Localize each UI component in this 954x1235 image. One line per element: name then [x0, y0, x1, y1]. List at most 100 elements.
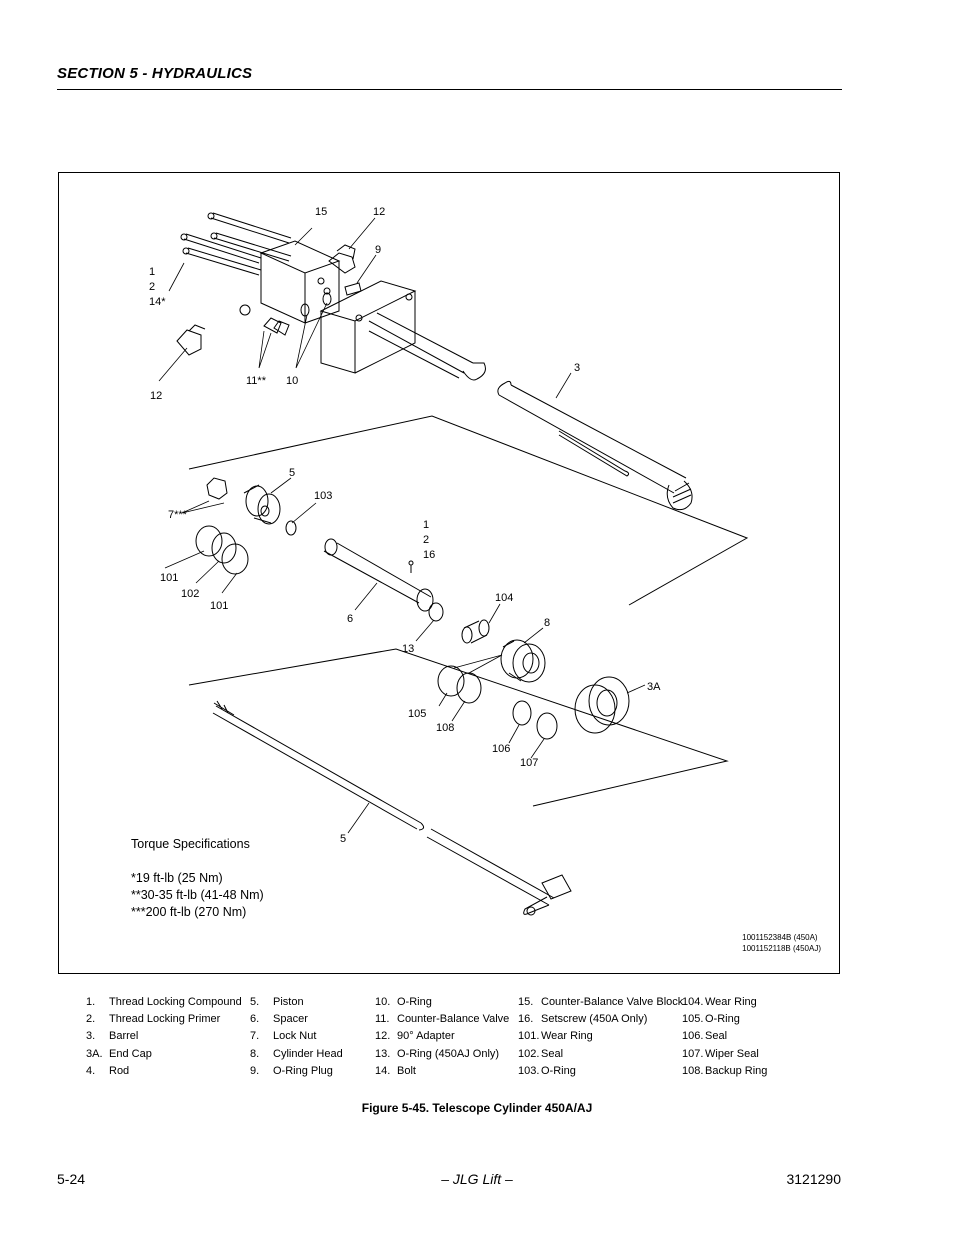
legend-number: 1.: [86, 996, 96, 1008]
legend-label: Counter-Balance Valve: [397, 1013, 510, 1026]
callout-6: 6: [347, 613, 353, 625]
torque-line: *19 ft-lb (25 Nm): [131, 871, 223, 885]
callout-1: 1: [423, 519, 429, 531]
piston: [243, 484, 281, 525]
legend-label: Barrel: [109, 1030, 139, 1043]
legend-number: 4.: [86, 1064, 96, 1077]
rod: [212, 700, 572, 916]
callout-13: 13: [402, 643, 414, 655]
document-number: 3121290: [786, 1171, 841, 1187]
legend-number: 101.: [518, 1030, 540, 1043]
section-title: SECTION 5 - HYDRAULICS: [57, 65, 253, 82]
legend-label: Wear Ring: [705, 996, 757, 1008]
callout-101: 101: [210, 600, 228, 612]
legend-number: 102.: [518, 1047, 540, 1060]
torque-specifications: Torque Specifications *19 ft-lb (25 Nm) …: [131, 836, 264, 921]
legend-label: Wiper Seal: [705, 1047, 759, 1060]
legend-label: Rod: [109, 1064, 130, 1077]
legend-number: 16.: [518, 1013, 534, 1026]
legend-column-4: 15. Counter-Balance Valve Block 16. Setscr…: [518, 994, 683, 1080]
legend-number: 7.: [250, 1030, 260, 1043]
legend-number: 104.: [682, 996, 704, 1008]
exploded-view-drawing: 15 12 9 1 2 14* 12 11** 10 3 5 103 7*** …: [149, 206, 749, 916]
legend-label: Thread Locking Primer: [109, 1013, 221, 1026]
legend-number: 12.: [375, 1030, 391, 1043]
legend-column-5: 104.Wear Ring 105.O-Ring 106.Seal 107.Wi…: [682, 994, 767, 1080]
legend-column-2: 5.Piston 6.Spacer 7.Lock Nut 8.Cylinder …: [250, 994, 343, 1080]
header-rule: [57, 89, 842, 90]
legend-label: O-Ring Plug: [273, 1064, 333, 1077]
callout-1: 1: [149, 266, 155, 278]
figure-caption: Figure 5-45. Telescope Cylinder 450A/AJ: [361, 1101, 593, 1115]
legend-number: 3A.: [86, 1047, 103, 1060]
callout-15: 15: [315, 206, 327, 218]
figure-frame: 15 12 9 1 2 14* 12 11** 10 3 5 103 7*** …: [58, 172, 840, 974]
legend-label: Bolt: [397, 1064, 416, 1077]
legend-number: 3.: [86, 1030, 96, 1043]
bolt-group: [180, 212, 292, 276]
part-code: 1001152384B (450A): [742, 933, 818, 942]
legend-label: Counter-Balance Valve Block: [541, 996, 684, 1008]
callout-10: 10: [286, 375, 298, 387]
legend-number: 8.: [250, 1047, 260, 1060]
legend-number: 108.: [682, 1064, 704, 1077]
callout-16: 16: [423, 549, 435, 561]
torque-line: ***200 ft-lb (270 Nm): [131, 905, 247, 919]
end-cap: [574, 676, 630, 734]
legend-number: 2.: [86, 1013, 96, 1026]
callout-2: 2: [149, 281, 155, 293]
legend-label: Setscrew (450A Only): [541, 1013, 648, 1026]
legend-number: 11.: [375, 1013, 390, 1026]
legend-column-1: 1. Thread Locking Compound 2. Thread Locki…: [86, 994, 242, 1080]
legend-number: 105.: [682, 1013, 704, 1026]
base-tube: [368, 312, 486, 381]
callout-12: 12: [373, 206, 385, 218]
legend-label: O-Ring: [397, 996, 432, 1008]
legend-label: Seal: [541, 1047, 564, 1060]
oring-plug: [344, 282, 362, 296]
legend-label: Thread Locking Compound: [109, 996, 242, 1008]
torque-line: **30-35 ft-lb (41-48 Nm): [131, 888, 264, 902]
callout-106: 106: [492, 743, 510, 755]
callout-5: 5: [340, 833, 346, 845]
legend-label: Piston: [273, 996, 304, 1008]
cylinder-base: [319, 280, 417, 374]
valve-block: [239, 240, 341, 324]
legend-number: 15.: [518, 996, 534, 1008]
assembly-plane-2: [188, 648, 729, 807]
legend-label: O-Ring: [541, 1064, 576, 1077]
barrel: [497, 380, 693, 511]
legend-label: 90° Adapter: [397, 1030, 455, 1043]
callout-7: 7***: [168, 509, 188, 521]
callout-102: 102: [181, 588, 199, 600]
legend-number: 103.: [518, 1064, 540, 1077]
legend-number: 6.: [250, 1013, 260, 1026]
torque-title: Torque Specifications: [131, 837, 250, 851]
legend-number: 10.: [375, 996, 391, 1008]
legend-label: Backup Ring: [705, 1064, 768, 1077]
callout-12: 12: [150, 390, 162, 402]
legend-label: End Cap: [109, 1047, 152, 1060]
callout-3: 3: [574, 362, 580, 374]
legend-label: O-Ring (450AJ Only): [397, 1047, 500, 1060]
legend-label: O-Ring: [705, 1013, 740, 1026]
legend-label: Cylinder Head: [273, 1047, 343, 1060]
legend-number: 14.: [375, 1064, 391, 1077]
callout-104: 104: [495, 592, 513, 604]
callout-107: 107: [520, 757, 538, 769]
assembly-plane-1: [188, 415, 749, 606]
callout-5: 5: [289, 467, 295, 479]
spacer: [323, 538, 434, 612]
adapter-left: [176, 324, 206, 356]
legend-number: 13.: [375, 1047, 391, 1060]
legend-label: Lock Nut: [273, 1030, 317, 1043]
cylinder-head: [500, 639, 546, 683]
part-codes: 1001152384B (450A) 1001152118B (450AJ): [742, 932, 821, 954]
legend-number: 106.: [682, 1030, 704, 1043]
page-number: 5-24: [57, 1171, 86, 1187]
callout-2: 2: [423, 534, 429, 546]
legend-number: 107.: [682, 1047, 704, 1060]
callout-9: 9: [375, 244, 381, 256]
legend-label: Wear Ring: [541, 1030, 593, 1043]
legend-number: 9.: [250, 1064, 260, 1077]
